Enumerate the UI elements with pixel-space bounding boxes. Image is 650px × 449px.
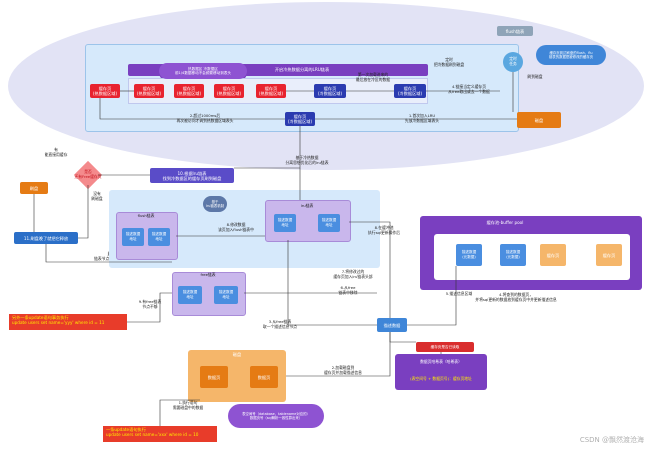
link-lru-flush [234,126,301,169]
hot-page-3: 缓存页 (热数据区域) [214,84,244,98]
flush-pill: 缓存页到达刷盘的flush，flu 链表的数据是被修改的缓存页 [536,45,606,65]
bp-desc-1: 描述数据 (元数据) [456,244,482,266]
reuse-note: 有 能直接用缓存 [44,147,68,157]
link-desc-bp [407,266,457,326]
link-desc-red [389,332,416,343]
sql-statement-1: 另外一条update语句事务执行 update users set name='… [9,314,127,330]
step11-box: 11.刷盘晚了就把它释放 [14,232,78,244]
bp-page-2: 缓存页 [596,244,622,266]
flush-list-title: flush链表 [497,26,533,36]
hot-label: 基于冷热数据 分离思想优化后的lru链表 [285,155,329,165]
flush-ctrl-2: 描述数据 地址 [148,228,170,246]
step6: 6.从free 链表中移除 [338,285,358,295]
no-disk-note: 没有 刷磁盘 [91,191,103,201]
step2-load: 2.加载磁盘到 缓存页并加载描述信息 [324,365,362,375]
hot-region-callout-2: 热数据区 冷数据区 前1/4数据移动不会频繁移动到表头 [159,63,247,79]
left-disk: 刷盘 [20,182,48,194]
bp-desc-2: 描述数据 (元数据) [500,244,526,266]
bottom-step1: 1.执行语句 需要磁盘中的数据 [172,400,204,410]
free-list-label: free链表 [200,272,216,277]
sql-statement-2: 一条update语句执行 update users set name='xxx'… [103,426,217,442]
red-decision: 缓存页是否已读取 [416,342,474,352]
hash-panel [395,354,487,390]
head-page: 缓存页 (热数据区域) [90,84,120,98]
flush-step-box: 10.根据lru链表 找到冷数据区的缓存页刷到磁盘 [150,168,234,183]
step8-update: 8.在缓冲池 执行sql更新操作后 [367,225,401,235]
link-diamond-step11 [78,185,89,239]
step1-top: 1.首次加入LRU 先放冷数据区域表头 [404,113,440,123]
desc-center: 描述数据 [377,318,407,332]
hash-title: 数据页哈希表（哈希表） [420,359,462,364]
first-load-note: 第一次加载进来的 最后放在冷区的数据 [355,72,391,82]
timer-circle: 定时 任务 [503,52,523,72]
lru-bubble: 基于 lru链表机制 [203,196,227,212]
cold-page-1: 缓存页 (冷数据区域) [314,84,346,98]
disk-top: 磁盘 [517,112,561,128]
bottom-disk-title: 磁盘 [232,352,242,357]
link-sql1-free [127,292,172,323]
link-step2 [99,98,285,120]
disk-page-1: 数据页 [200,366,228,388]
link-free-tip [45,244,172,263]
step9: 9.有free链表 节点不够 [138,299,162,309]
flush-ctrl-1: 描述数据 地址 [122,228,144,246]
free-ctrl-1: 描述数据 地址 [178,286,202,304]
link-disk-desc [286,332,391,377]
mid-cold-page: 缓存页 (冷数据区域) [285,112,315,126]
link-sql2-disk [159,399,200,426]
flush-list-label: flush链表 [137,213,155,218]
link-lru-desc [349,221,391,318]
step2-top: 2.超过1000ms后 再次被访问才调到热数据区域表头 [176,113,234,123]
write-disk-label: 刷到磁盘 [527,74,543,79]
hash-content: (表空间号 + 数据页号)：缓存页地址 [410,376,472,381]
hot-page-2: 缓存页 (热数据区域) [174,84,204,98]
watermark: CSDN @飘然渡沧海 [579,436,644,444]
bp-step4: 4.将查到的数据页， 并将sql更新的数据放到缓存页中并更新描述信息 [475,292,557,302]
lru-ctrl-2: 描述数据 地址 [318,214,340,232]
lru-list-label: lru链表 [300,203,314,208]
hot-page-1: 缓存页 (热数据区域) [134,84,164,98]
step3: 3.从free链表 取一个描述信息节点 [262,319,298,329]
lru-title: 开启冷热数据分离的LRU链表 [274,67,330,72]
link-step3 [287,240,377,326]
timed-note: 定时 把冷数据刷到磁盘 [433,57,465,67]
free-decision-text: 是否 还有Free缓存页 [74,169,102,179]
cold-page-2: 缓存页 (冷数据区域) [394,84,426,98]
buffer-pool-title: 缓存池-buffer pool [486,220,524,225]
step7: 7.将修改过的 缓存页加入lru链表头部 [333,269,373,279]
bp-page-1: 缓存页 [540,244,566,266]
step8-flush: 8.修改数据 该页加入flush链表中 [218,222,254,232]
lru-ctrl-1: 描述数据 地址 [274,214,296,232]
disk-page-2: 数据页 [250,366,278,388]
hot-page-4: 缓存页 (热数据区域) [256,84,286,98]
free-ctrl-2: 描述数据 地址 [214,286,238,304]
step5: 5.描述信息区域 [445,291,473,296]
bottom-bubble: 表空间号（database、tablename对应的） 数据页号（sql解析一致… [228,404,324,428]
